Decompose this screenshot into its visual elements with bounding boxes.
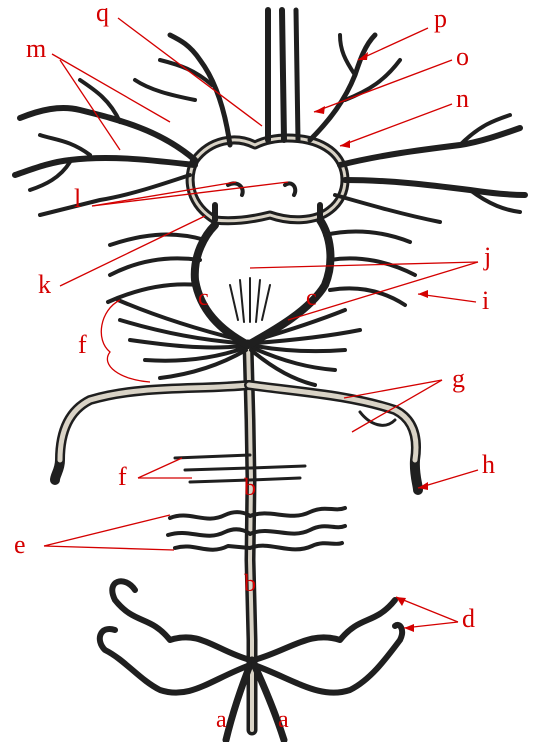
label-o: o [456, 44, 469, 70]
small-vessels-j [230, 278, 270, 322]
label-i: i [482, 288, 489, 314]
label-e: e [14, 532, 26, 558]
branch-g-loop [360, 412, 395, 425]
arrowhead-o [314, 106, 325, 114]
wavy-branch-d-upper [112, 581, 250, 660]
label-n: n [456, 86, 469, 112]
wavy-branch-d-right-upper [254, 600, 395, 660]
pointer-n [340, 104, 452, 146]
branch-m-5 [40, 135, 90, 155]
branch-upper-left [170, 35, 230, 145]
arrowhead-d-2 [404, 624, 414, 632]
label-p: p [434, 6, 447, 32]
branch-i [330, 288, 405, 305]
wavy-branch-e-3 [175, 543, 342, 550]
fan-branch-right-3 [255, 346, 345, 351]
pointer-k [60, 216, 205, 286]
branch-k-4 [330, 258, 415, 275]
branch-k-1 [110, 235, 205, 245]
label-c-left: c [198, 286, 209, 310]
branch-n-1 [340, 128, 520, 165]
label-j: j [484, 244, 491, 270]
branch-f-lower-2 [185, 466, 305, 470]
label-g: g [452, 366, 465, 392]
branch-n-3 [335, 195, 440, 222]
label-a-left: a [216, 708, 227, 732]
lower-vessel-ring [195, 220, 331, 345]
branch-upper-left-3 [135, 80, 195, 100]
stub-l-right [285, 183, 295, 195]
arrowhead-i [418, 290, 428, 298]
label-h: h [482, 452, 495, 478]
branch-upper-right-3 [340, 35, 355, 75]
branch-m-3 [15, 158, 195, 175]
label-b-upper: b [244, 476, 256, 500]
label-f-upper: f [78, 332, 87, 358]
label-f-lower: f [118, 464, 127, 490]
branch-k-2 [110, 258, 200, 275]
pointer-f-lower-1 [138, 458, 182, 478]
label-m: m [26, 36, 46, 62]
label-a-right: a [278, 708, 289, 732]
vertical-vessel-2 [282, 10, 284, 140]
branch-n-2 [345, 180, 525, 195]
branch-g-right [249, 385, 418, 490]
label-l: l [74, 186, 81, 212]
vertical-vessel-3 [296, 10, 298, 140]
label-q: q [96, 0, 109, 26]
label-c-right: c [306, 286, 317, 310]
wavy-branch-e-1 [170, 508, 345, 519]
fan-branch-left-5 [160, 350, 246, 378]
branch-f-lower-1 [175, 455, 250, 458]
pointer-j-1 [250, 262, 478, 268]
branch-g-left [55, 385, 249, 480]
arrowhead-n [340, 140, 350, 148]
branch-m-4 [40, 175, 190, 215]
pointer-q [118, 18, 262, 126]
pointer-e-1 [44, 515, 170, 546]
branch-k-3 [325, 231, 410, 242]
label-k: k [38, 272, 51, 298]
pointer-o [314, 60, 452, 112]
branch-m-1 [20, 108, 195, 160]
label-d: d [462, 606, 475, 632]
label-b-lower: b [244, 572, 256, 596]
wavy-branch-e-2 [168, 526, 345, 536]
pointer-d-1 [396, 597, 458, 622]
pointer-e-2 [44, 546, 174, 550]
